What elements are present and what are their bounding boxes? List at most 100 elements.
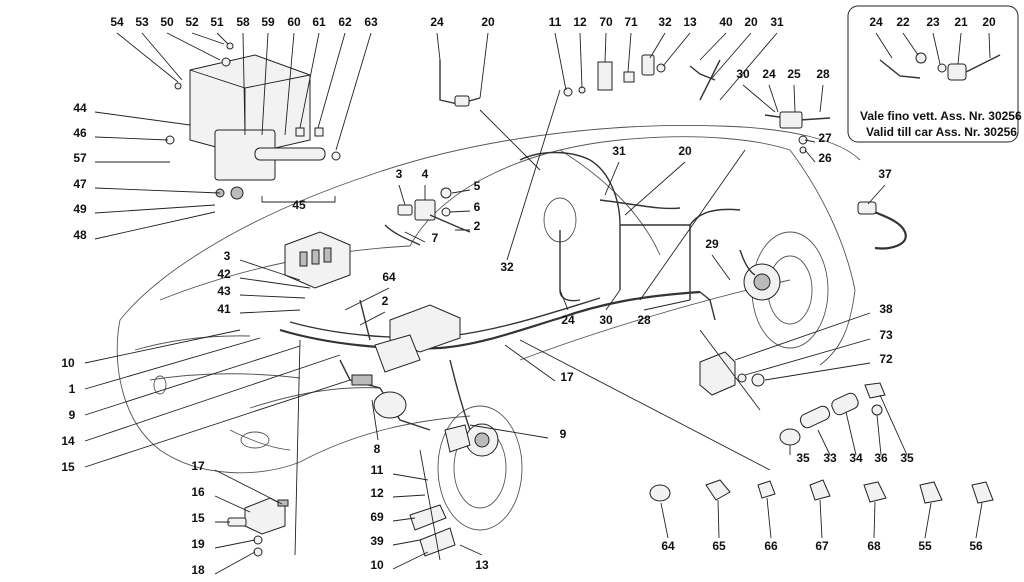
callout-c47: 47 — [73, 177, 87, 191]
callout-c11b: 11 — [371, 463, 384, 477]
callout-c17a: 17 — [560, 370, 574, 384]
callout-c58: 58 — [236, 15, 250, 29]
callout-c50: 50 — [160, 15, 174, 29]
callout-c32a: 32 — [658, 15, 672, 29]
callout-c13b: 13 — [475, 558, 489, 572]
callout-c46: 46 — [73, 126, 87, 140]
callout-c69: 69 — [370, 510, 384, 524]
hydraulic-unit — [284, 231, 351, 289]
callout-c52: 52 — [185, 15, 199, 29]
callout-c60: 60 — [287, 15, 301, 29]
callout-c6: 6 — [474, 200, 481, 214]
callout-c39: 39 — [370, 534, 384, 548]
callout-c35a: 35 — [796, 451, 810, 465]
leader-lines — [84, 32, 991, 575]
callout-c28a: 28 — [816, 67, 830, 81]
callout-c49: 49 — [73, 202, 87, 216]
callout-c67: 67 — [815, 539, 829, 553]
pressure-switch-block — [227, 497, 289, 557]
callout-c12b: 12 — [370, 486, 384, 500]
callout-c9b: 9 — [560, 427, 567, 441]
callout-c51: 51 — [210, 15, 224, 29]
callout-c23: 23 — [926, 15, 940, 29]
callout-c56: 56 — [969, 539, 983, 553]
callout-c68: 68 — [867, 539, 881, 553]
callout-c59: 59 — [261, 15, 275, 29]
callout-c65: 65 — [712, 539, 726, 553]
callout-c70: 70 — [599, 15, 613, 29]
callout-c26: 26 — [818, 151, 832, 165]
callout-c54: 54 — [110, 15, 124, 29]
top-fittings — [384, 54, 831, 246]
callout-c64a: 64 — [382, 270, 396, 284]
callout-c19: 19 — [191, 537, 205, 551]
callout-c29: 29 — [705, 237, 719, 251]
callout-c8: 8 — [374, 442, 381, 456]
abs-control-unit — [165, 42, 341, 200]
callout-c32b: 32 — [500, 260, 514, 274]
callout-c11a: 11 — [549, 15, 562, 29]
callout-c15: 15 — [61, 460, 75, 474]
callout-c22: 22 — [896, 15, 910, 29]
callout-c1: 1 — [69, 382, 76, 396]
callout-c2b: 2 — [382, 294, 389, 308]
callout-c73: 73 — [879, 328, 893, 342]
brake-caliper-front — [409, 424, 471, 557]
callout-c7: 7 — [432, 231, 439, 245]
note-line-it: Vale fino vett. Ass. Nr. 30256 — [860, 109, 1022, 123]
callout-c44: 44 — [73, 101, 87, 115]
pipe-clips-row — [649, 479, 994, 504]
callout-c20d: 20 — [678, 144, 692, 158]
callout-c9a: 9 — [69, 408, 76, 422]
callout-c20b: 20 — [744, 15, 758, 29]
callout-c10b: 10 — [370, 558, 384, 572]
callout-c41: 41 — [217, 302, 231, 316]
callout-c31b: 31 — [612, 144, 626, 158]
callout-c28b: 28 — [637, 313, 651, 327]
callout-c2a: 2 — [474, 219, 481, 233]
callout-c27: 27 — [818, 131, 832, 145]
callout-c55: 55 — [918, 539, 932, 553]
car-outline — [116, 125, 861, 531]
callout-c36: 36 — [874, 451, 888, 465]
callout-c33: 33 — [823, 451, 837, 465]
callout-c10a: 10 — [61, 356, 75, 370]
callout-c25: 25 — [787, 67, 801, 81]
callout-c15b: 15 — [191, 511, 205, 525]
callout-c24d: 24 — [561, 313, 575, 327]
master-cylinder — [351, 304, 461, 419]
callout-c5: 5 — [474, 179, 481, 193]
callout-c3b: 3 — [224, 249, 231, 263]
callout-c31a: 31 — [770, 15, 784, 29]
callout-c30a: 30 — [736, 67, 750, 81]
rear-valve-block — [699, 351, 765, 396]
callout-c34: 34 — [849, 451, 863, 465]
callout-c12a: 12 — [573, 15, 587, 29]
callout-c24c: 24 — [762, 67, 776, 81]
callout-c53: 53 — [135, 15, 149, 29]
callout-c24b: 24 — [869, 15, 883, 29]
callout-c61: 61 — [312, 15, 326, 29]
callout-c72: 72 — [879, 352, 893, 366]
inset-box: Vale fino vett. Ass. Nr. 30256 Valid til… — [847, 5, 1022, 143]
callout-c17b: 17 — [191, 459, 205, 473]
callout-c30b: 30 — [599, 313, 613, 327]
callout-c35b: 35 — [900, 451, 914, 465]
callout-c20a: 20 — [481, 15, 495, 29]
callout-c13a: 13 — [683, 15, 697, 29]
callout-c21: 21 — [954, 15, 968, 29]
callout-c42: 42 — [217, 267, 231, 281]
callout-c37: 37 — [878, 167, 892, 181]
callout-c14: 14 — [61, 434, 75, 448]
callout-c38: 38 — [879, 302, 893, 316]
callout-c4: 4 — [422, 167, 429, 181]
callout-c63: 63 — [364, 15, 378, 29]
callout-c18: 18 — [191, 563, 205, 577]
callout-c16: 16 — [191, 485, 205, 499]
callout-c24a: 24 — [430, 15, 444, 29]
callout-c66: 66 — [764, 539, 778, 553]
callout-c71: 71 — [624, 15, 638, 29]
